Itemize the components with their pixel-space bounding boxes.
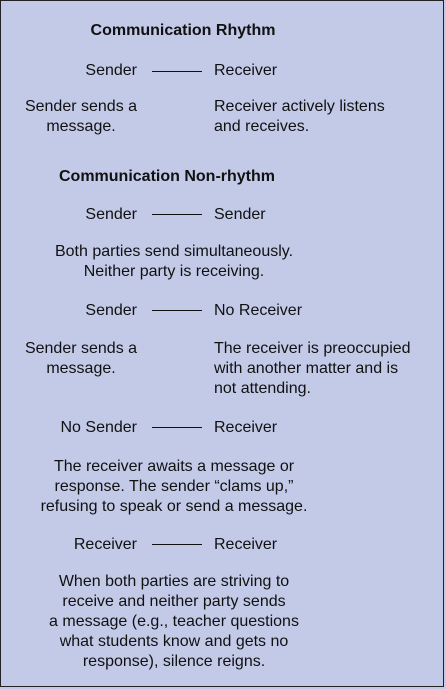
rhythm-left-description: Sender sends a message.	[1, 97, 161, 137]
case3-description: The receiver awaits a message or respons…	[1, 457, 347, 517]
desc-line: The receiver awaits a message or	[53, 458, 295, 475]
rhythm-title: Communication Rhythm	[90, 22, 276, 39]
desc-line: and receives.	[214, 118, 310, 135]
desc-line: a message (e.g., teacher questions	[49, 613, 299, 630]
desc-line: response. The sender “clams up,”	[54, 478, 294, 495]
case4-right-party: Receiver	[214, 536, 278, 553]
case2-left-description: Sender sends a message.	[1, 339, 161, 379]
desc-line: response), silence reigns.	[82, 653, 266, 670]
case4-description: When both parties are striving to receiv…	[1, 572, 347, 672]
desc-line: what students know and gets no	[59, 633, 289, 650]
non-rhythm-title: Communication Non-rhythm	[59, 168, 275, 185]
rhythm-right-party: Receiver	[214, 62, 278, 79]
case2-left-party: Sender	[85, 302, 137, 319]
case2-right-party: No Receiver	[214, 302, 303, 319]
case1-connector	[152, 214, 202, 215]
case1-right-party: Sender	[214, 206, 266, 223]
desc-line: Sender sends a	[24, 340, 138, 357]
case3-connector	[152, 427, 202, 428]
desc-line: message.	[46, 360, 116, 377]
case3-left-party: No Sender	[60, 419, 138, 436]
case3-right-party: Receiver	[214, 419, 278, 436]
desc-line: Both parties send simultaneously.	[54, 243, 294, 260]
desc-line: Receiver actively listens	[214, 98, 385, 115]
desc-line: The receiver is preoccupied	[214, 340, 411, 357]
case2-right-description: The receiver is preoccupied with another…	[214, 339, 439, 399]
case4-left-party: Receiver	[73, 536, 137, 553]
desc-line: refusing to speak or send a message.	[40, 498, 308, 515]
desc-line: receive and neither party sends	[62, 593, 286, 610]
case2-connector	[152, 310, 202, 311]
case4-connector	[152, 544, 202, 545]
rhythm-left-party: Sender	[85, 62, 137, 79]
rhythm-connector	[152, 71, 202, 72]
desc-line: message.	[46, 118, 116, 135]
desc-line: Neither party is receiving.	[83, 263, 265, 280]
rhythm-right-description: Receiver actively listens and receives.	[214, 97, 439, 137]
desc-line: not attending.	[214, 380, 311, 397]
desc-line: with another matter and is	[214, 360, 399, 377]
case1-description: Both parties send simultaneously. Neithe…	[1, 242, 347, 282]
case1-left-party: Sender	[85, 206, 137, 223]
desc-line: When both parties are striving to	[58, 573, 290, 590]
desc-line: Sender sends a	[24, 98, 138, 115]
